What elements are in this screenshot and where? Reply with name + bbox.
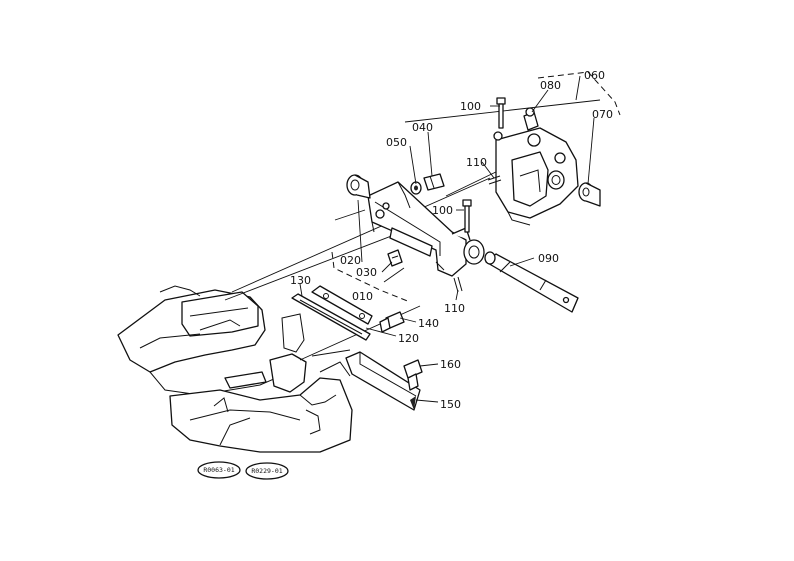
reference-badges: R0063-01 R0229-01 <box>197 461 289 480</box>
ref-label-2: R0229-01 <box>251 467 282 475</box>
bolt-part-140 <box>379 311 405 333</box>
group-brackets <box>331 71 621 303</box>
label-100-upper: 100 <box>460 100 481 113</box>
label-110-upper: 110 <box>466 156 487 169</box>
label-090: 090 <box>538 252 559 265</box>
bushing-part-020 <box>346 174 371 199</box>
washer-part-050 <box>410 181 422 195</box>
bracket-part-060 <box>493 127 579 226</box>
ref-badge-2 <box>245 462 289 480</box>
label-100-lower: 100 <box>432 204 453 217</box>
label-010: 010 <box>352 290 373 303</box>
nut-part-040 <box>423 173 445 191</box>
label-110-lower: 110 <box>444 302 465 315</box>
bushing-part-070 <box>578 182 601 207</box>
label-050: 050 <box>386 136 407 149</box>
bracket-part-010 <box>367 181 467 277</box>
label-120: 120 <box>398 332 419 345</box>
bracket-hub <box>451 227 485 265</box>
label-140: 140 <box>418 317 439 330</box>
label-020: 020 <box>340 254 361 267</box>
callout-leaders <box>299 75 595 403</box>
spring-pin-part-110-lower <box>453 276 463 293</box>
ref-badge-1 <box>197 461 241 479</box>
label-160: 160 <box>440 358 461 371</box>
nipple-part-080 <box>523 107 539 131</box>
shaft-part-090 <box>484 251 579 313</box>
label-130: 130 <box>290 274 311 287</box>
part-labels: 010 020 030 040 050 060 070 080 090 100 … <box>290 69 613 411</box>
label-060: 060 <box>584 69 605 82</box>
ref-label-1: R0063-01 <box>203 466 234 474</box>
plate-part-130 <box>291 293 371 341</box>
bolt-part-160 <box>403 359 423 391</box>
label-040: 040 <box>412 121 433 134</box>
pin-part-100-lower <box>462 199 472 233</box>
pin-part-100-upper <box>496 97 506 129</box>
label-030: 030 <box>356 266 377 279</box>
label-070: 070 <box>592 108 613 121</box>
label-150: 150 <box>440 398 461 411</box>
label-080: 080 <box>540 79 561 92</box>
plate-part-120 <box>311 285 373 325</box>
tractor-body <box>117 285 353 453</box>
